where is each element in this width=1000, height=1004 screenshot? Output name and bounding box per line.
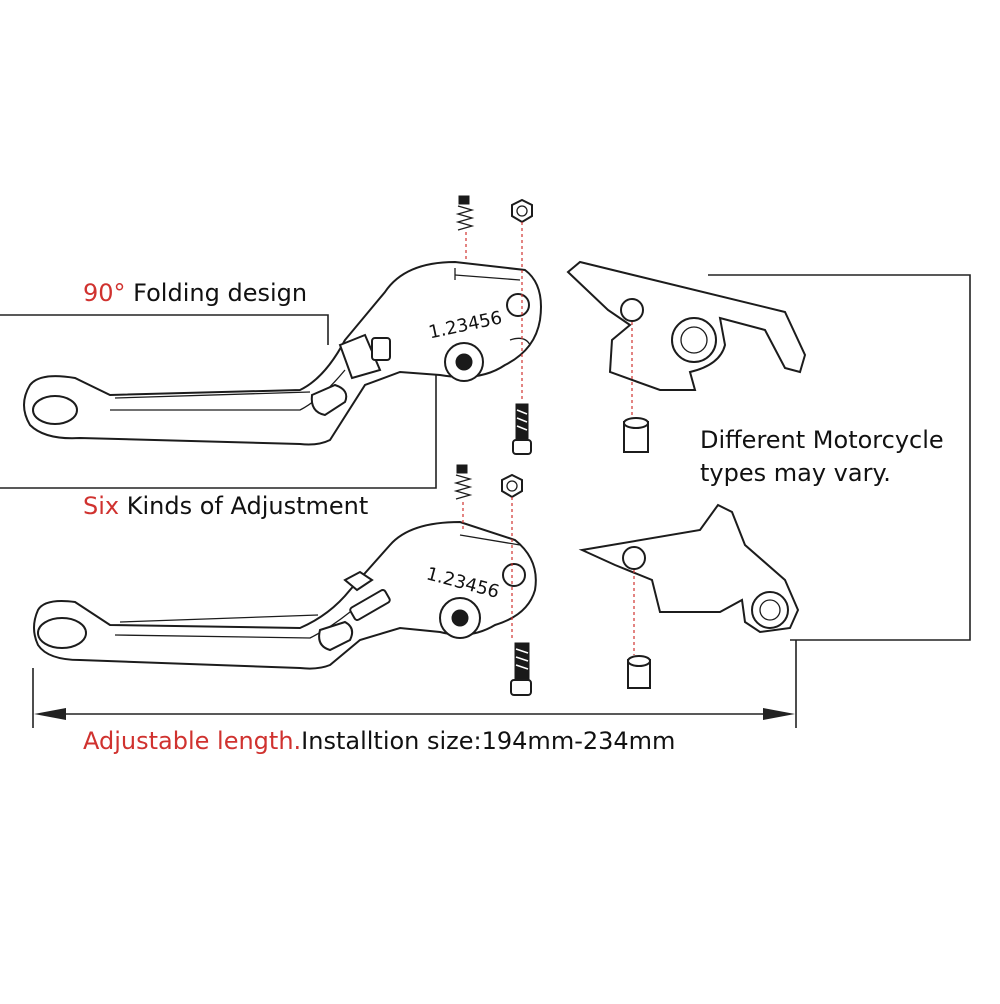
bottom-perch xyxy=(578,503,800,689)
adjustment-rest-text: Kinds of Adjustment xyxy=(119,492,369,520)
folding-design-label: 90° Folding design xyxy=(83,281,307,305)
different-callout-line xyxy=(708,274,971,641)
size-rest-text: Installtion size:194mm-234mm xyxy=(301,727,676,755)
bottom-lever: 1.23456 xyxy=(33,520,537,670)
bottom-nut xyxy=(501,473,523,640)
top-perch xyxy=(566,260,807,453)
top-bolt xyxy=(512,403,532,455)
installation-size-label: Adjustable length.Installtion size:194mm… xyxy=(83,729,675,753)
adjustment-callout-line xyxy=(0,370,437,489)
different-types-line-2: types may vary. xyxy=(700,459,891,487)
bottom-spring xyxy=(453,464,473,530)
different-types-line-1: Different Motorcycle xyxy=(700,426,944,454)
folding-rest-text: Folding design xyxy=(125,279,308,307)
adjustment-accent-text: Six xyxy=(83,492,120,520)
dimension-line xyxy=(32,640,797,728)
size-accent-text: Adjustable length. xyxy=(83,727,302,755)
dimension-arrow-right xyxy=(763,708,795,720)
adjustment-label: Six Kinds of Adjustment xyxy=(83,494,368,518)
folding-callout-line xyxy=(0,314,329,345)
top-spring xyxy=(455,195,475,262)
bottom-bolt xyxy=(510,642,532,696)
top-lever: 1.23456 xyxy=(23,260,542,446)
top-nut xyxy=(511,198,533,402)
dimension-arrow-left xyxy=(34,708,66,720)
folding-accent-text: 90° xyxy=(83,279,126,307)
